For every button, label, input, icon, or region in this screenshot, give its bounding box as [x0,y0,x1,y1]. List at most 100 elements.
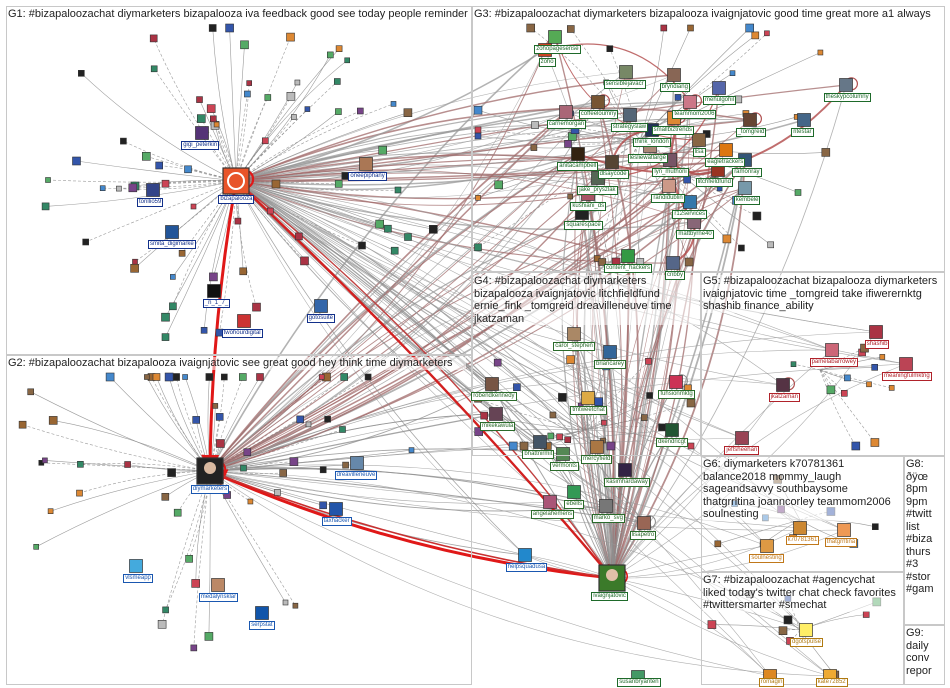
node-mercyfield[interactable] [590,440,604,454]
node-diymarketers[interactable] [196,457,224,485]
node-k70781361[interactable] [793,521,807,535]
spoke-edge [209,470,296,606]
node-medalynsklar[interactable] [211,578,225,592]
node-shashib[interactable] [869,325,883,339]
satellite-node [319,466,327,474]
node-serpstat[interactable] [255,606,269,620]
node-bryndiang[interactable] [667,68,681,82]
cross-edge [573,333,615,579]
node-helpsquadusa[interactable] [518,548,532,562]
node-carriemorgan[interactable] [559,105,573,119]
node-kasimhardaway[interactable] [618,463,632,477]
spoke-edge [235,60,348,182]
node-pamelabarrowey[interactable] [825,343,839,357]
satellite-node [252,302,261,312]
node-angelahemens[interactable] [543,495,557,509]
node-vermonts[interactable] [556,447,570,461]
node-n_1_7[interactable] [207,284,221,298]
node-label-coffeeloumny: coffeeloumny [578,109,619,119]
node-teammom2006[interactable] [683,95,697,109]
node-label-teammom2006: teammom2006 [672,109,717,119]
node-dgotspulse[interactable] [799,623,813,637]
node-briancarey[interactable] [603,345,617,359]
node-bhattnirmit[interactable] [533,435,547,449]
node-mikekawula[interactable] [489,407,503,421]
node-smita_digimarke[interactable] [165,225,179,239]
spoke-edge [22,424,211,472]
spoke-edge [478,429,586,432]
node-jkatzaman[interactable] [776,378,790,392]
satellite-node [319,501,327,510]
node-lisapetro[interactable] [637,516,651,530]
satellite-node [474,126,482,134]
cross-edge [209,470,831,677]
node-theskypcolumn[interactable] [839,78,853,92]
cross-edge [235,180,807,631]
node-twohourdigital[interactable] [237,314,251,328]
node-dkendricgt[interactable] [665,423,679,437]
satellite-node [271,179,281,189]
cross-edge [611,159,671,579]
node-jeffsheehan[interactable] [735,431,749,445]
satellite-node [826,385,836,395]
node-fuhsionmktg[interactable] [669,375,683,389]
node-cnbby[interactable] [666,256,680,270]
node-kumbele[interactable] [738,181,752,195]
node-tomgreid[interactable] [743,113,757,127]
satellite-node [764,30,770,37]
satellite-node [606,441,616,451]
node-label-tmtweetchat: tmtweetchat [570,405,607,415]
node-label-angelahemens: angelahemens [530,509,575,519]
node-oneepiphany[interactable] [359,157,373,171]
node-randidublin[interactable] [662,179,676,193]
node-dlsaycode[interactable] [605,155,619,169]
satellite-node [45,177,51,183]
node-torillio59[interactable] [146,183,160,197]
node-bizapalooza[interactable] [222,167,250,195]
node-dreavilleneuve[interactable] [350,456,364,470]
node-soulnesting[interactable] [760,539,774,553]
satellite-node [161,312,170,322]
satellite-node [566,355,575,364]
node-content_hackers[interactable] [621,249,635,263]
satellite-node [334,180,343,188]
node-thatgrrltina[interactable] [837,523,851,537]
node-gotosuite[interactable] [314,299,328,313]
spoke-edge [477,398,586,431]
node-ivaignjatovic[interactable] [598,564,626,592]
node-lisa[interactable] [692,133,706,147]
group-box-8 [904,456,945,625]
node-meaningfulmktg[interactable] [899,357,913,371]
node-label-carol_stephen: carol_stephen [553,341,595,351]
node-robendkennedy[interactable] [485,377,499,391]
node-sensibleguy[interactable] [619,65,633,79]
node-marko_svg[interactable] [599,499,613,513]
node-mehulgohil[interactable] [712,81,726,95]
node-taxhacker[interactable] [329,502,343,516]
node-gigi_peterkin[interactable] [195,126,209,140]
satellite-node [326,51,334,59]
satellite-node [564,140,572,148]
spoke-edge [79,470,211,494]
cross-edge [209,383,493,472]
node-anitacampbell[interactable] [571,147,585,161]
node-label-dreavilleneuve: dreavilleneuve [334,470,378,480]
node-tmtweetchat[interactable] [581,391,595,405]
node-label-tomgreid: _tomgreid [735,127,767,137]
satellite-node [291,114,297,120]
satellite-node [564,436,572,444]
node-zohopagesense[interactable] [548,30,562,44]
node-vlsmeapp[interactable] [129,559,143,573]
node-strategyslaw[interactable] [623,108,637,122]
node-carol_stephen[interactable] [567,327,581,341]
satellite-node [190,644,198,652]
group-box-6 [701,456,904,572]
node-eagletrackers[interactable] [719,143,733,157]
satellite-node [42,457,48,464]
node-ritestar[interactable] [797,113,811,127]
node-coffeeloumny[interactable] [591,95,605,109]
node-ebells[interactable] [567,485,581,499]
satellite-node [344,57,351,64]
spoke-edge [235,103,394,182]
group-label-6: G6: diymarketers k70781361 balance2018 m… [703,458,899,521]
